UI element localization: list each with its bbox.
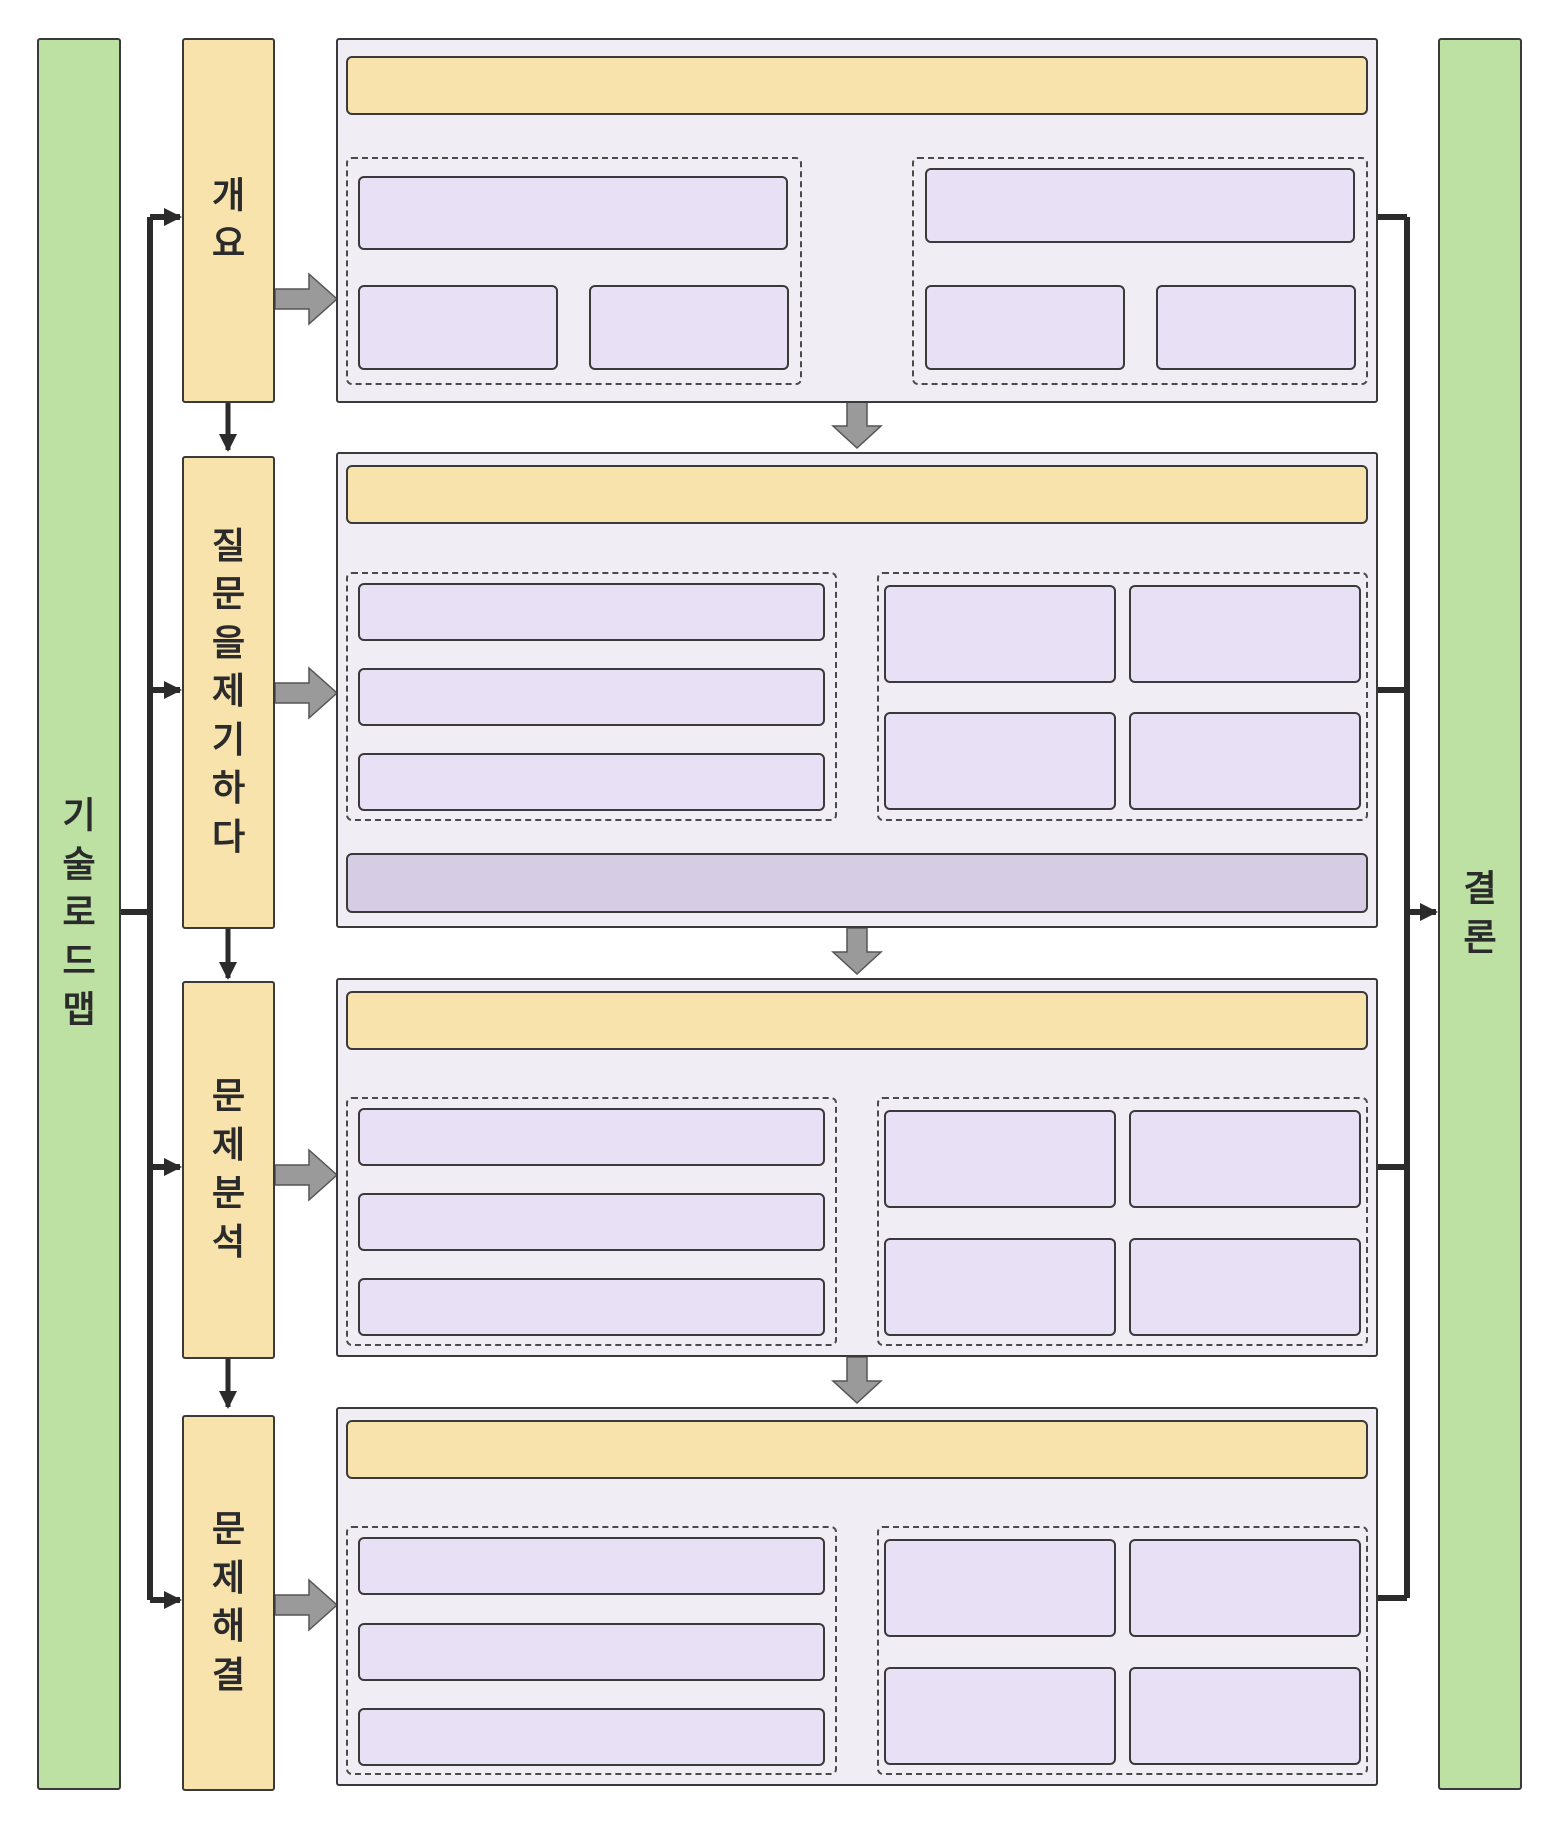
panel-problem-solving-cell-4: [1129, 1667, 1361, 1765]
vertical-char: 제: [211, 1124, 246, 1166]
panel-raise-question-group-right: [877, 572, 1368, 821]
panel-raise-question-cell-1: [884, 585, 1116, 683]
vertical-char: 맵: [62, 989, 96, 1031]
panel-raise-question-row-3: [358, 753, 825, 811]
right-bracket-connector: [1376, 214, 1438, 1601]
panel-overview-header: [346, 56, 1368, 115]
vertical-char: 제: [211, 1557, 246, 1599]
vertical-char: 해: [211, 1606, 246, 1647]
panel-overview-left-node-1: [358, 285, 558, 370]
panel-overview-right-node-2: [1156, 285, 1356, 370]
vertical-char: 석: [211, 1221, 246, 1263]
panel-problem-solving-row-3: [358, 1708, 825, 1766]
panel-problem-analysis-cell-1: [884, 1110, 1116, 1208]
panel-raise-question-header: [346, 465, 1368, 524]
panel-overview-left-top-node: [358, 176, 788, 250]
panel-problem-solving-row-2: [358, 1623, 825, 1681]
vertical-char: 문: [211, 574, 246, 616]
panel-raise-question-row-1: [358, 583, 825, 641]
vertical-char: 질: [211, 525, 246, 567]
panel-problem-solving-cell-3: [884, 1667, 1116, 1765]
panel-problem-analysis-row-1: [358, 1108, 825, 1166]
panel-problem-analysis-row-3: [358, 1278, 825, 1336]
vertical-char: 론: [1463, 917, 1497, 958]
vertical-char: 문: [211, 1508, 246, 1550]
vertical-char: 개: [211, 174, 246, 216]
panel-problem-solving-group-left: [346, 1526, 837, 1775]
vertical-char: 문: [211, 1075, 246, 1117]
vertical-char: 드: [62, 941, 96, 983]
vertical-char: 을: [211, 622, 246, 664]
panel-to-panel-block-arrows: [831, 401, 883, 1405]
stage-to-panel-block-arrows: [274, 272, 339, 1632]
panel-problem-solving-cell-1: [884, 1539, 1116, 1637]
panel-overview-left-node-2: [589, 285, 789, 370]
panel-raise-question-cell-4: [1129, 712, 1361, 810]
vertical-char: 다: [211, 816, 246, 858]
panel-raise-question-cell-2: [1129, 585, 1361, 683]
left-bracket-connector: [120, 208, 182, 1609]
vertical-char: 술: [62, 844, 96, 886]
panel-problem-analysis-cell-4: [1129, 1238, 1361, 1336]
vertical-char: 결: [1463, 868, 1497, 910]
panel-problem-analysis-header: [346, 991, 1368, 1050]
panel-problem-analysis-cell-3: [884, 1238, 1116, 1336]
panel-raise-question-row-2: [358, 668, 825, 726]
panel-problem-analysis-cell-2: [1129, 1110, 1361, 1208]
panel-problem-analysis-group-right: [877, 1097, 1368, 1346]
vertical-char: 로: [62, 892, 96, 934]
panel-overview-group-right: [912, 157, 1368, 385]
panel-raise-question-cell-3: [884, 712, 1116, 810]
panel-problem-solving-header: [346, 1420, 1368, 1479]
vertical-char: 요: [211, 223, 246, 265]
vertical-char: 결: [211, 1654, 246, 1696]
vertical-char: 하: [211, 768, 246, 810]
panel-overview-group-left: [346, 157, 802, 385]
vertical-char: 기: [62, 795, 96, 837]
panel-problem-solving-group-right: [877, 1526, 1368, 1775]
panel-problem-solving-row-1: [358, 1537, 825, 1595]
panel-overview-right-top-node: [925, 168, 1355, 243]
panel-overview-right-node-1: [925, 285, 1125, 370]
panel-problem-analysis-group-left: [346, 1097, 837, 1346]
vertical-char: 분: [211, 1173, 246, 1214]
panel-raise-question-group-left: [346, 572, 837, 821]
vertical-char: 기: [211, 719, 246, 761]
panel-raise-question-summary-bar: [346, 853, 1368, 913]
panel-problem-analysis-row-2: [358, 1193, 825, 1251]
vertical-char: 제: [211, 671, 246, 713]
panel-problem-solving-cell-2: [1129, 1539, 1361, 1637]
